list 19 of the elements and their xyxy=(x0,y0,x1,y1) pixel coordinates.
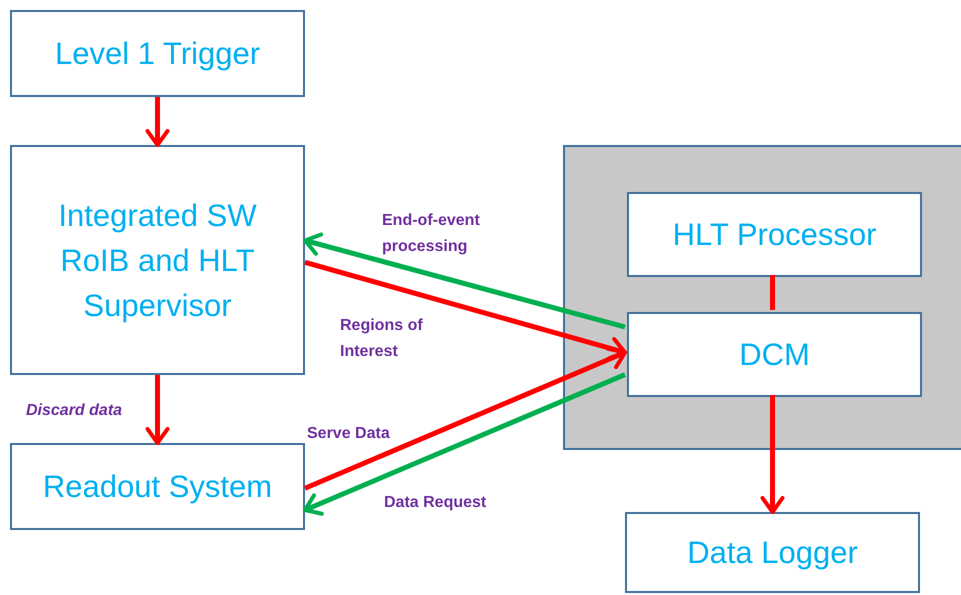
process-box: Readout System xyxy=(10,443,305,530)
arrow xyxy=(303,232,626,330)
arrow xyxy=(304,346,627,491)
edge-label: Data Request xyxy=(384,493,488,513)
group-panel xyxy=(563,145,961,450)
arrow xyxy=(146,375,170,445)
arrow xyxy=(146,97,170,147)
edge-label: Regions of Interest xyxy=(340,316,424,362)
edge-label: Discard data xyxy=(26,401,124,421)
arrow xyxy=(304,260,627,360)
process-box: Data Logger xyxy=(625,512,920,593)
process-box: DCM xyxy=(627,312,922,397)
process-box: Level 1 Trigger xyxy=(10,10,305,97)
process-box: HLT Processor xyxy=(627,192,922,277)
arrow xyxy=(303,372,626,516)
edge-label: Serve Data xyxy=(307,424,391,444)
arrow xyxy=(760,395,784,514)
process-box: Integrated SW RoIB and HLT Supervisor xyxy=(10,145,305,375)
edge-label: End-of-event processing xyxy=(382,211,481,257)
